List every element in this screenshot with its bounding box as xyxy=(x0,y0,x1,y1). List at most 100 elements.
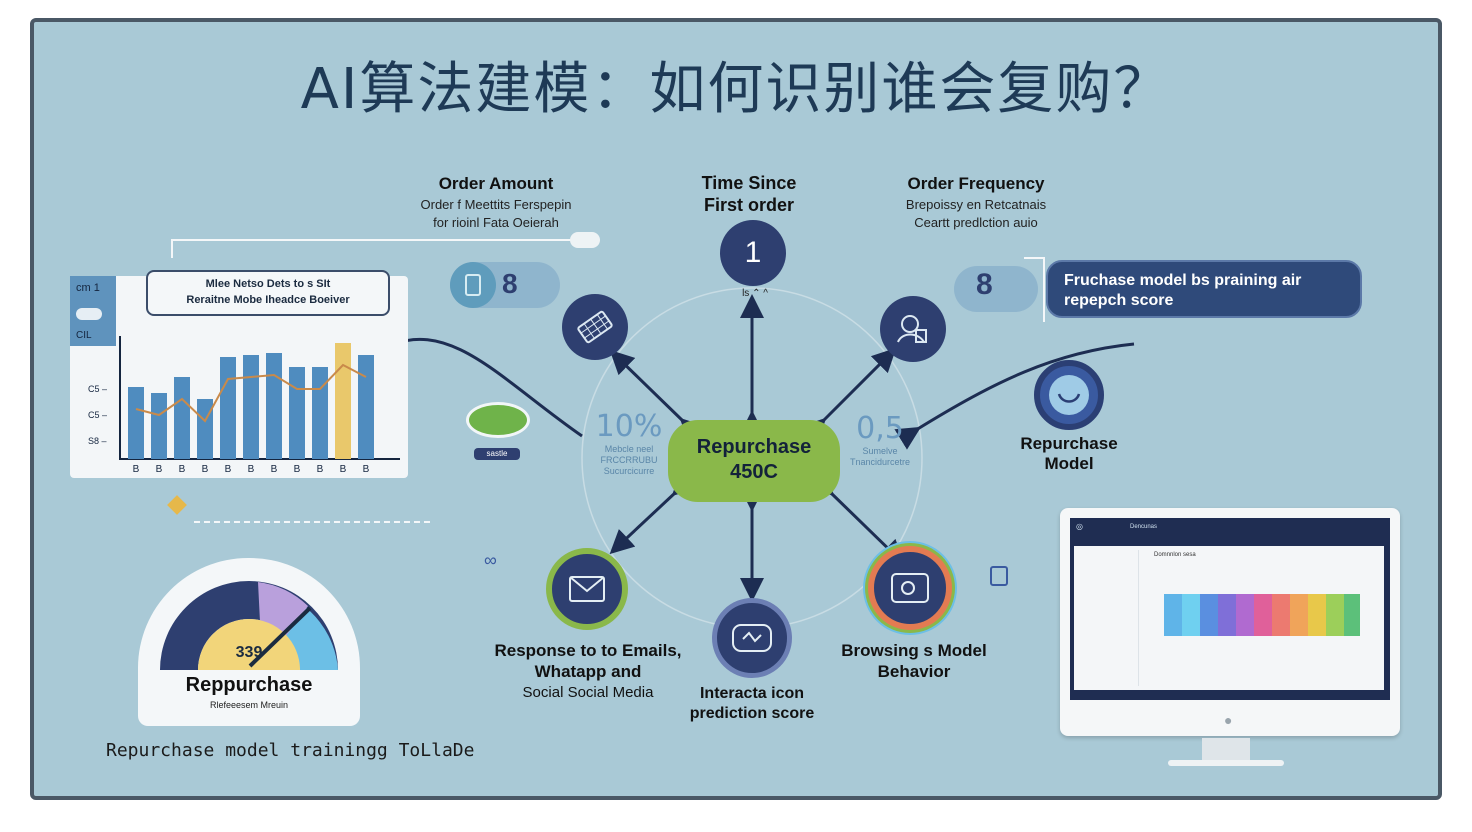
right-stat-value: 0,5 xyxy=(856,411,904,446)
monitor-base xyxy=(1168,760,1284,766)
model-face-icon xyxy=(1034,360,1104,430)
chart-x-tick: B xyxy=(317,464,324,475)
arrow-order-frequency xyxy=(800,347,897,444)
chart-bar xyxy=(197,399,213,459)
link-icon: ∞ xyxy=(484,550,497,570)
document-icon xyxy=(450,262,496,308)
chart-y-tick: C5 – xyxy=(88,410,107,420)
dashboard-logo-icon: ◎ xyxy=(1076,522,1083,531)
time-since-badge: 1 xyxy=(720,220,786,286)
order-amount-title: Order Amount xyxy=(438,174,554,193)
chip-label: sastle xyxy=(474,448,520,460)
interaction-line1: Interacta icon xyxy=(699,685,805,702)
chart-axis xyxy=(119,336,400,460)
order-frequency-title: Order Frequency xyxy=(907,174,1045,193)
browsing-line1: Browsing s Model xyxy=(841,641,987,660)
chart-x-tick: B xyxy=(179,464,186,475)
gauge-value: 339 xyxy=(235,644,263,661)
chart-corner-label: cm 1 xyxy=(76,282,100,294)
browsing-icon xyxy=(868,546,952,630)
response-line2: Whatapp and xyxy=(534,662,642,681)
gauge-sub: Rlefeeesem Mreuin xyxy=(209,700,289,710)
dashboard-subheader: Domnnlon sesa xyxy=(1154,552,1196,558)
center-line2: 450C xyxy=(730,461,778,483)
apple-logo-icon: ● xyxy=(1224,712,1233,728)
browsing-label: Browsing s Model Behavior xyxy=(824,640,1004,682)
flow-line-tooltip xyxy=(894,342,1135,450)
center-repurchase-node: Repurchase 450C xyxy=(668,420,840,502)
bottom-caption: Repurchase model trainingg ToLlaDe xyxy=(106,740,475,761)
order-amount-sub1: Order f Meettits Ferspepin xyxy=(420,197,572,212)
sticker-icon xyxy=(990,566,1008,586)
gauge-dial xyxy=(160,581,338,670)
chart-y-tick: S8 – xyxy=(88,436,107,446)
time-since-mini: ls ⌃ ^ xyxy=(742,288,768,299)
time-since-title: Time Since First order xyxy=(674,172,824,216)
chart-bar xyxy=(174,377,190,459)
dashboard-panel: Domnnlon sesa xyxy=(1074,546,1384,690)
chart-callout-line2: Reraitne Mobe Iheadce Boeiver xyxy=(186,294,350,306)
browsing-line2: Behavior xyxy=(877,662,951,681)
keyboard-icon xyxy=(562,294,628,360)
monitor-stand xyxy=(1202,738,1250,762)
chart-bar xyxy=(151,393,167,459)
chart-x-tick: B xyxy=(248,464,255,475)
arrow-order-amount xyxy=(609,349,706,444)
chart-bar xyxy=(220,357,236,459)
dashboard-monitor: ◎ Dencunas Domnnlon sesa xyxy=(1060,508,1400,736)
callout-line xyxy=(171,239,574,258)
chart-bar xyxy=(266,353,282,459)
monitor-screen: ◎ Dencunas Domnnlon sesa xyxy=(1070,518,1390,700)
chart-toggle[interactable] xyxy=(76,308,102,320)
chart-bar xyxy=(335,343,351,459)
order-frequency-sub1: Brepoissy en Retcatnais xyxy=(905,197,1047,212)
gauge-card: 339 Reppurchase Rlefeeesem Mreuin xyxy=(138,558,360,726)
time-since-line1: Time Since xyxy=(701,173,797,193)
model-tooltip-line2: repepch score xyxy=(1064,292,1174,309)
response-label: Response to to Emails, Whatapp and Socia… xyxy=(478,640,698,703)
right-badge-pill xyxy=(954,266,1038,312)
left-stat-value: 10% xyxy=(595,409,663,444)
email-icon xyxy=(546,548,628,630)
model-label-line1: Repurchase xyxy=(1020,434,1118,453)
arrow-browsing xyxy=(808,470,905,565)
cloud-shape xyxy=(570,232,600,248)
chart-x-tick: B xyxy=(225,464,232,475)
left-stat-line3: Sucurcicurre xyxy=(603,466,655,476)
gauge-label: Reppurchase xyxy=(185,674,313,696)
chart-bar xyxy=(358,355,374,459)
model-label-line2: Model xyxy=(1044,454,1094,473)
model-label: Repurchase Model xyxy=(1004,434,1134,474)
chart-x-tick: B xyxy=(363,464,370,475)
chart-y-tick: C5 – xyxy=(88,384,107,394)
interaction-line2: prediction score xyxy=(689,705,815,722)
left-badge-value: 8 xyxy=(502,268,518,299)
chart-x-tick: B xyxy=(294,464,301,475)
left-stat: 10% Mebcle neel FRCCRRUBU Sucurcicurre xyxy=(574,410,684,477)
dashboard-sidebar xyxy=(1078,550,1139,686)
chart-x-tick: B xyxy=(202,464,209,475)
page-title: AI算法建模：如何识别谁会复购？ xyxy=(300,57,1172,122)
order-amount-sub2: for rioinl Fata Oeierah xyxy=(433,215,559,230)
chart-x-tick: B xyxy=(340,464,347,475)
interaction-label: Interacta icon prediction score xyxy=(664,684,840,724)
arrow-response xyxy=(609,470,698,555)
chart-trend-line xyxy=(135,363,367,423)
dashboard-color-bars xyxy=(1164,594,1360,636)
right-badge-value: 8 xyxy=(976,268,993,301)
leaf-icon xyxy=(466,402,530,438)
response-line3: Social Social Media xyxy=(522,684,654,701)
center-line1: Repurchase xyxy=(696,436,812,458)
user-device-icon xyxy=(880,296,946,362)
chart-bar xyxy=(243,355,259,459)
chart-bar xyxy=(289,367,305,459)
right-stat-line1: Sumelve xyxy=(862,446,898,456)
chart-bar xyxy=(312,367,328,459)
left-stat-line1: Mebcle neel xyxy=(604,444,654,454)
chart-callout-line1: Mlee Netso Dets to s SIt xyxy=(205,278,331,290)
response-line1: Response to to Emails, xyxy=(494,641,682,660)
chart-callout: Mlee Netso Dets to s SIt Reraitne Mobe I… xyxy=(146,270,390,316)
order-frequency-sub2: Ceartt predlction auio xyxy=(914,215,1038,230)
chart-legend-label: CIL xyxy=(76,330,92,341)
